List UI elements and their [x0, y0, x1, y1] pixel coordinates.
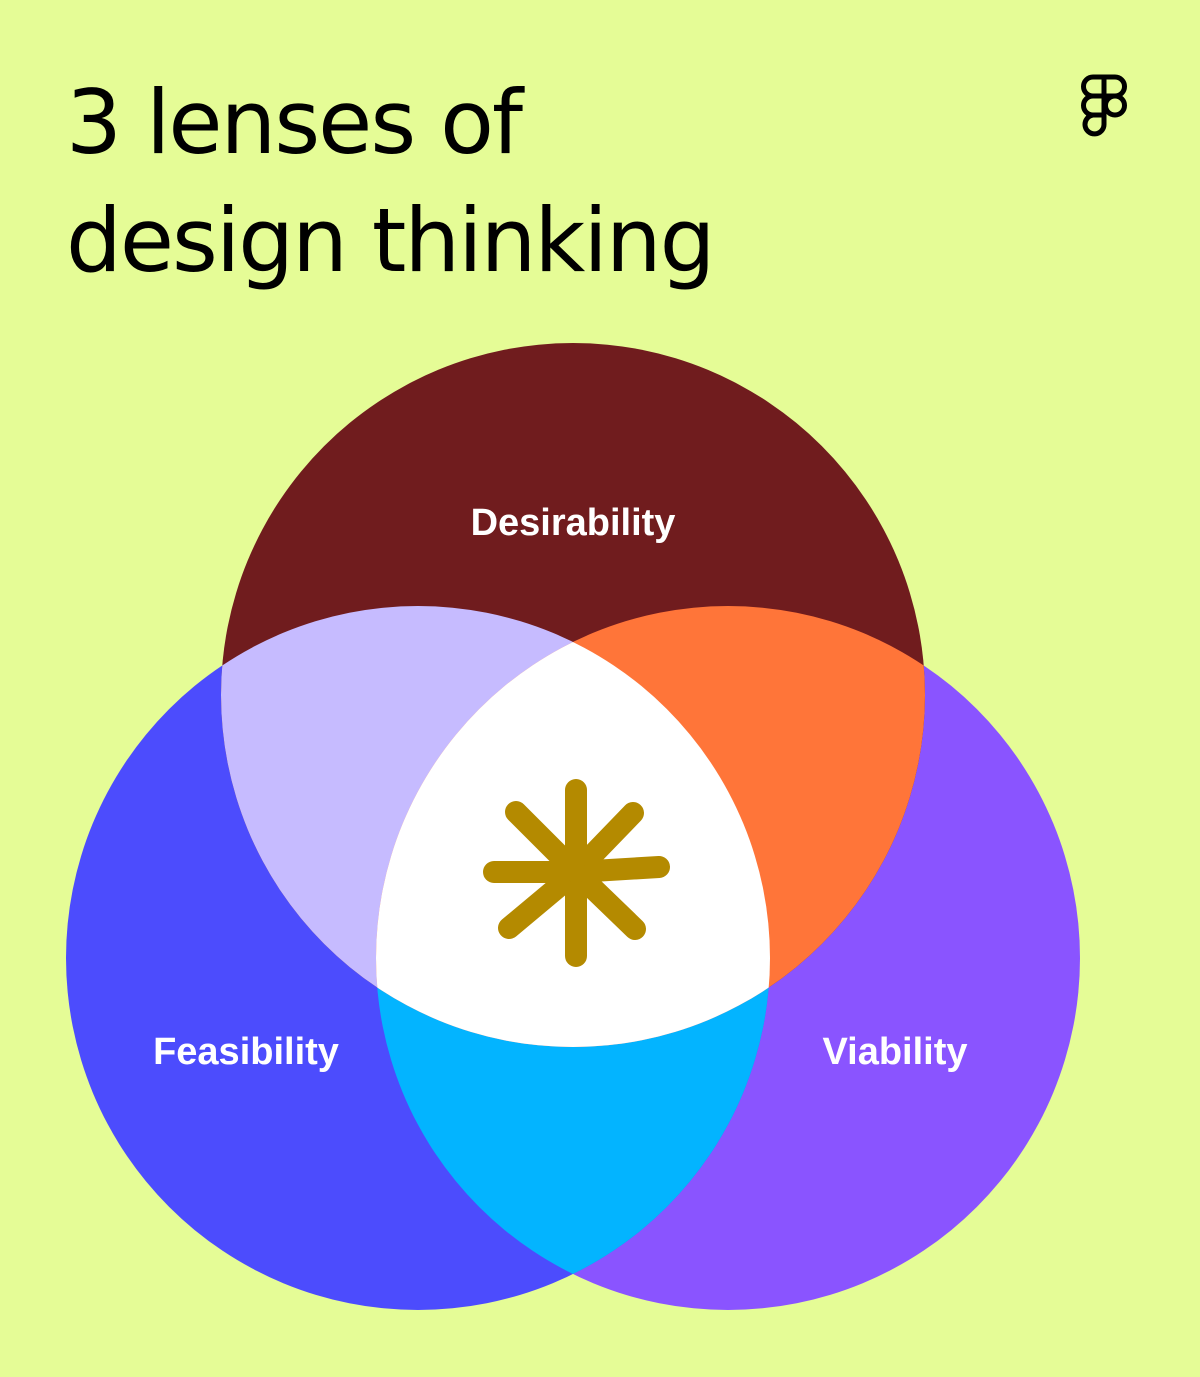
viability-label: Viability — [822, 1031, 967, 1073]
asterisk-icon — [483, 779, 670, 967]
center-overlap — [376, 606, 770, 1047]
title-line-1: 3 lenses of — [66, 71, 523, 174]
page-title: 3 lenses of design thinking — [66, 64, 715, 300]
title-line-2: design thinking — [66, 189, 715, 292]
desirability-label: Desirability — [471, 502, 676, 544]
figma-logo-icon — [1081, 74, 1127, 137]
feasibility-label: Feasibility — [153, 1031, 339, 1073]
